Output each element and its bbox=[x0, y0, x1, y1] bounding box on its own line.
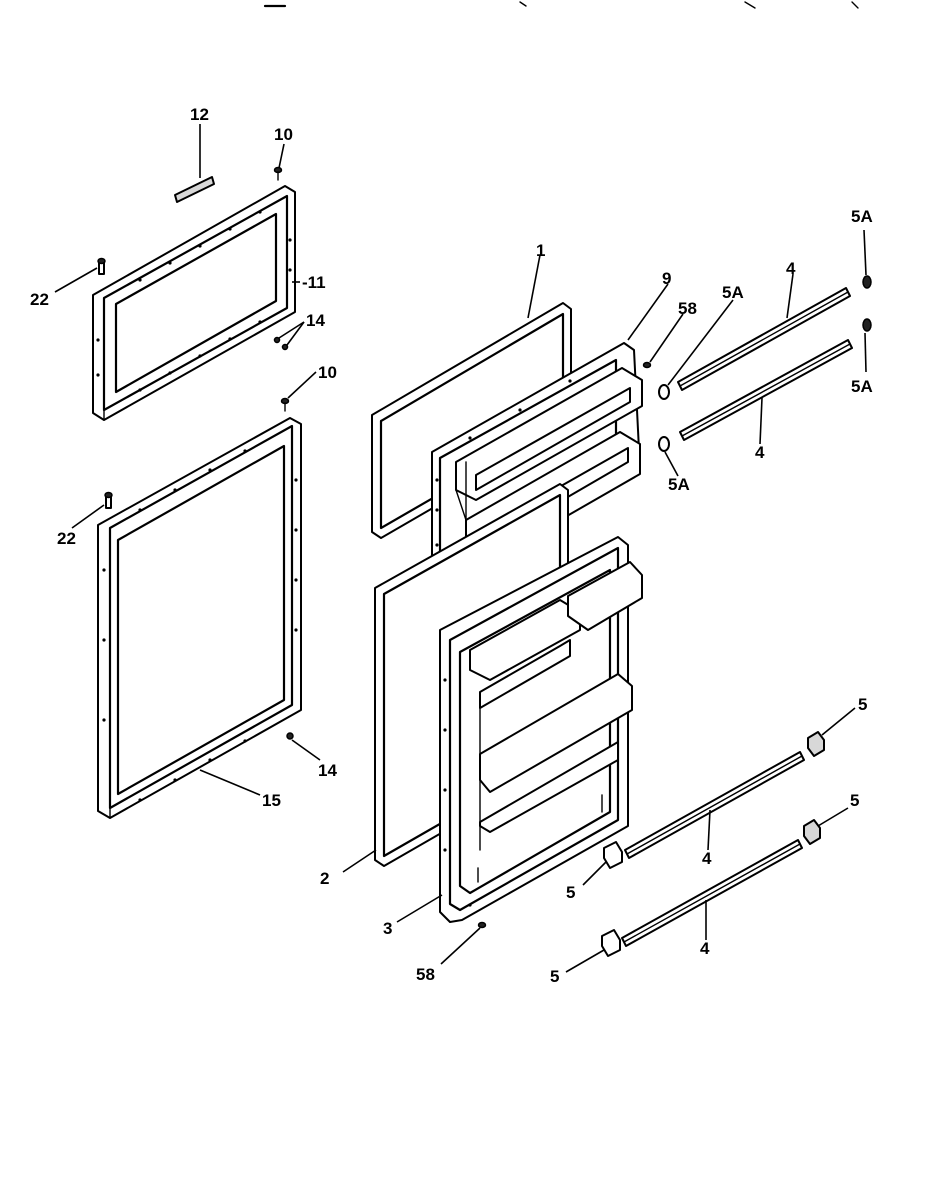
part-9-screw-holes bbox=[435, 379, 572, 547]
part-5A-caps bbox=[658, 275, 872, 452]
part-10-screw-upper bbox=[273, 166, 283, 181]
callout-5A-top-right: 5A bbox=[851, 207, 873, 226]
part-4-fresh-food-bars bbox=[601, 731, 825, 957]
callout-10-upper: 10 bbox=[274, 125, 293, 144]
callout-14-lower: 14 bbox=[318, 761, 337, 780]
callout-5A-right: 5A bbox=[851, 377, 873, 396]
top-edge-marks bbox=[263, 1, 859, 9]
leader-lines bbox=[54, 124, 867, 973]
callout-5-left-lower: 5 bbox=[550, 967, 559, 986]
part-58-screw-upper bbox=[642, 361, 652, 369]
part-3-screw-holes bbox=[443, 678, 472, 907]
part-11-freezer-outer-panel bbox=[92, 185, 296, 421]
callout-58-upper: 58 bbox=[678, 299, 697, 318]
callout-12: 12 bbox=[190, 105, 209, 124]
callout-22-lower: 22 bbox=[57, 529, 76, 548]
callout-4-third: 4 bbox=[702, 849, 712, 868]
callout-5-right-lower: 5 bbox=[850, 791, 859, 810]
callout-10-lower: 10 bbox=[318, 363, 337, 382]
part-5-caps bbox=[601, 731, 825, 957]
callout-5-right-upper: 5 bbox=[858, 695, 867, 714]
callout-1: 1 bbox=[536, 241, 545, 260]
part-3-fresh-food-inner-liner bbox=[439, 536, 643, 923]
callout-22-upper: 22 bbox=[30, 290, 49, 309]
fasteners-left bbox=[97, 166, 294, 740]
callout-4-bottom: 4 bbox=[700, 939, 710, 958]
callout-labels: 12 10 -11 22 14 10 22 14 15 1 9 58 5A 4 … bbox=[30, 105, 873, 986]
part-15-fresh-food-outer-panel bbox=[97, 417, 302, 819]
callout-5-left-upper: 5 bbox=[566, 883, 575, 902]
part-11-screw-holes bbox=[96, 210, 292, 392]
callout-9: 9 bbox=[662, 269, 671, 288]
callout-58-lower: 58 bbox=[416, 965, 435, 984]
callout-11: -11 bbox=[302, 273, 326, 292]
part-15-screw-holes bbox=[102, 449, 298, 802]
part-58-screw-lower bbox=[477, 921, 487, 929]
callout-5A-lower: 5A bbox=[668, 475, 690, 494]
callout-15: 15 bbox=[262, 791, 281, 810]
part-14-clip-lower bbox=[286, 732, 294, 740]
callout-3: 3 bbox=[383, 919, 392, 938]
part-12-nameplate bbox=[174, 176, 215, 203]
part-22-screw-upper bbox=[97, 257, 106, 275]
part-14-clips-upper bbox=[273, 336, 289, 351]
part-4-freezer-bars bbox=[658, 275, 872, 452]
callout-2: 2 bbox=[320, 869, 329, 888]
callout-4-second: 4 bbox=[755, 443, 765, 462]
part-22-screw-lower bbox=[104, 491, 113, 509]
callout-14-upper: 14 bbox=[306, 311, 325, 330]
part-10-screw-lower bbox=[280, 397, 290, 412]
callout-5A-mid: 5A bbox=[722, 283, 744, 302]
callout-4-top: 4 bbox=[786, 259, 796, 278]
